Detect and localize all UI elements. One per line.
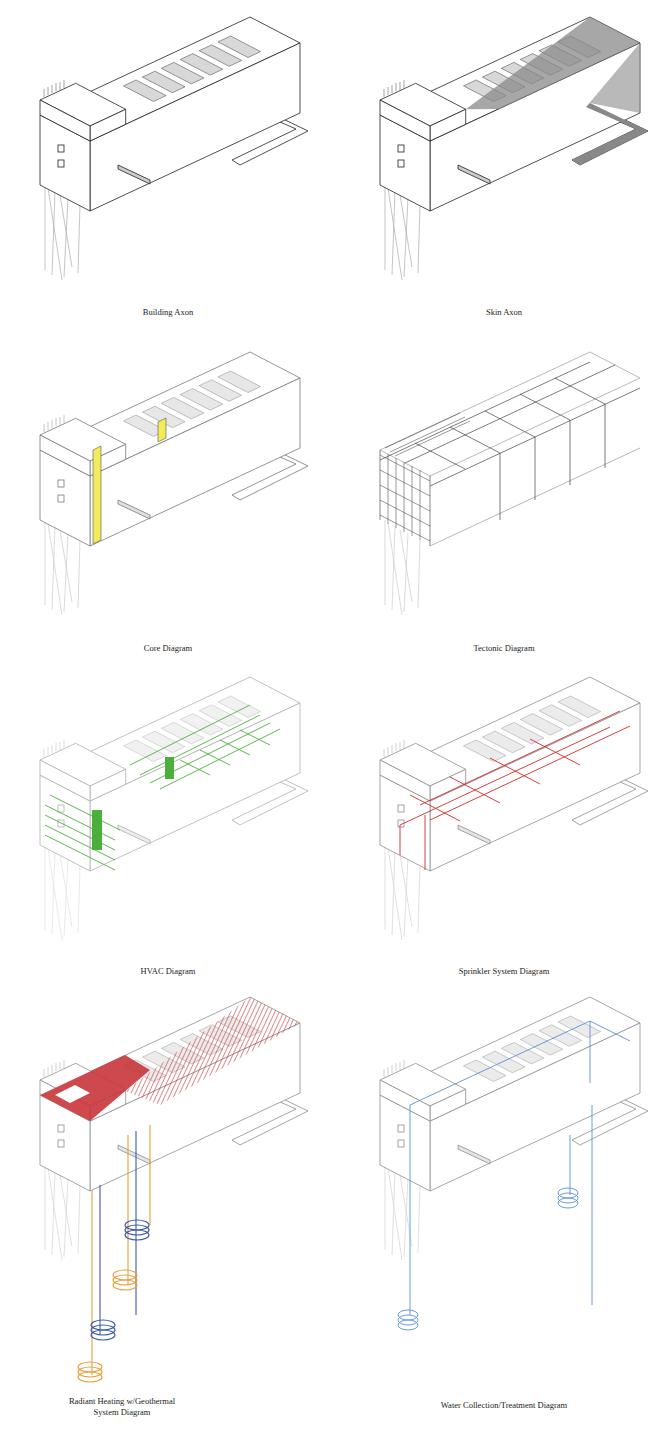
core-diagram [40,352,308,615]
caption-label: HVAC Diagram [68,966,268,977]
caption-label: Tectonic Diagram [404,643,604,654]
caption-label: Core Diagram [68,643,268,654]
water-diagram [380,997,648,1330]
caption-label: Skin Axon [404,307,604,318]
hvac-diagram [40,677,308,940]
caption-label: Building Axon [68,307,268,318]
caption-label: Water Collection/Treatment Diagram [394,1400,614,1411]
sprinkler-diagram [380,677,648,940]
caption-label: Sprinkler System Diagram [404,966,604,977]
caption-label: Radiant Heating w/Geothermal System Diag… [62,1396,182,1417]
tectonic-diagram [380,352,640,615]
skin-axon [380,17,648,280]
radiant-geothermal-diagram [40,997,308,1382]
building-axon [40,17,308,280]
